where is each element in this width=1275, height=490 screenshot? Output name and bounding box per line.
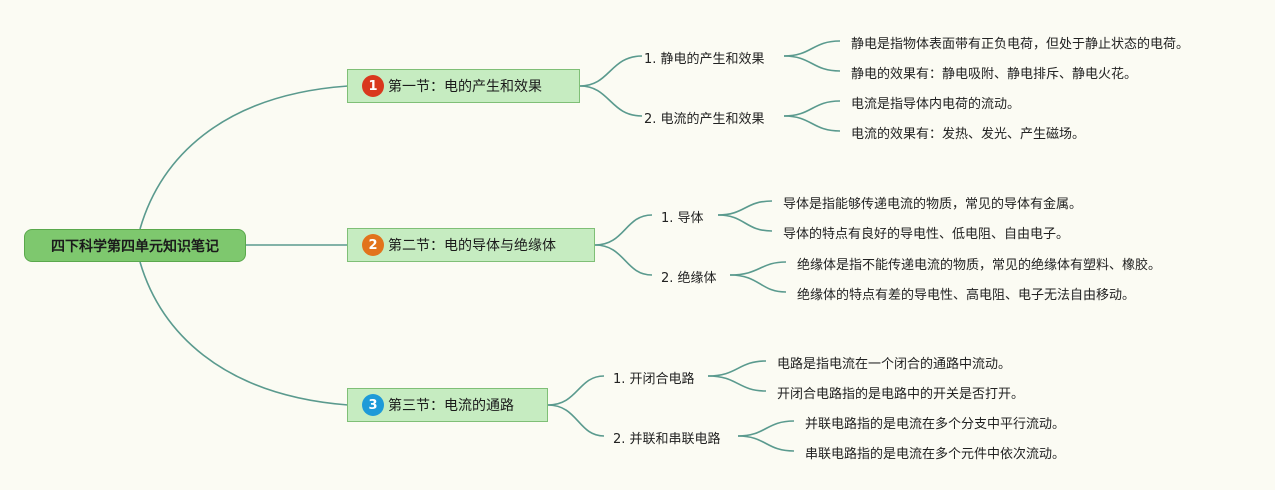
leaf-2-2-2[interactable]: 绝缘体的特点有差的导电性、高电阻、电子无法自由移动。 bbox=[797, 288, 1136, 303]
subtopic-2-2[interactable]: 2. 绝缘体 bbox=[661, 271, 717, 286]
subtopic-1-1[interactable]: 1. 静电的产生和效果 bbox=[644, 52, 765, 67]
subtopic-2-1[interactable]: 1. 导体 bbox=[661, 211, 704, 226]
leaf-1-2-2[interactable]: 电流的效果有：发热、发光、产生磁场。 bbox=[851, 127, 1086, 142]
link-sec1-sub2 bbox=[579, 85, 643, 117]
link-sub32-leaf2 bbox=[737, 435, 795, 452]
link-sub21-leaf2 bbox=[717, 214, 773, 232]
link-root-sec3 bbox=[139, 261, 349, 406]
section-2-title: 第二节：电的导体与绝缘体 bbox=[388, 238, 556, 254]
subtopic-3-2[interactable]: 2. 并联和串联电路 bbox=[613, 432, 721, 447]
link-sec3-sub2 bbox=[547, 404, 605, 437]
link-sub12-leaf1 bbox=[783, 100, 841, 117]
link-sub11-leaf2 bbox=[783, 55, 841, 72]
link-sec1-sub1 bbox=[579, 55, 643, 87]
number-badge-3: 3 bbox=[362, 394, 384, 416]
link-sub22-leaf2 bbox=[729, 274, 787, 293]
leaf-3-2-1[interactable]: 并联电路指的是电流在多个分支中平行流动。 bbox=[805, 417, 1066, 432]
leaf-1-2-1[interactable]: 电流是指导体内电荷的流动。 bbox=[851, 97, 1021, 112]
link-sec2-sub2 bbox=[594, 244, 653, 276]
link-sub22-leaf1 bbox=[729, 261, 787, 276]
link-root-sec1 bbox=[139, 85, 349, 230]
link-sub31-leaf2 bbox=[707, 375, 767, 392]
leaf-3-1-1[interactable]: 电路是指电流在一个闭合的通路中流动。 bbox=[777, 357, 1012, 372]
subtopic-1-2[interactable]: 2. 电流的产生和效果 bbox=[644, 112, 765, 127]
leaf-1-1-1[interactable]: 静电是指物体表面带有正负电荷，但处于静止状态的电荷。 bbox=[851, 37, 1190, 52]
section-3-topic[interactable]: 3 第三节：电流的通路 bbox=[347, 388, 548, 422]
link-sub32-leaf1 bbox=[737, 420, 795, 437]
link-sub21-leaf1 bbox=[717, 200, 773, 216]
section-3-title: 第三节：电流的通路 bbox=[388, 398, 514, 414]
link-sub12-leaf2 bbox=[783, 115, 841, 132]
link-sub11-leaf1 bbox=[783, 40, 841, 57]
leaf-3-1-2[interactable]: 开闭合电路指的是电路中的开关是否打开。 bbox=[777, 387, 1025, 402]
link-sub31-leaf1 bbox=[707, 360, 767, 377]
leaf-2-2-1[interactable]: 绝缘体是指不能传递电流的物质，常见的绝缘体有塑料、橡胶。 bbox=[797, 258, 1162, 273]
section-2-topic[interactable]: 2 第二节：电的导体与绝缘体 bbox=[347, 228, 595, 262]
section-1-topic[interactable]: 1 第一节：电的产生和效果 bbox=[347, 69, 580, 103]
subtopic-3-1[interactable]: 1. 开闭合电路 bbox=[613, 372, 695, 387]
leaf-1-1-2[interactable]: 静电的效果有：静电吸附、静电排斥、静电火花。 bbox=[851, 67, 1138, 82]
leaf-2-1-2[interactable]: 导体的特点有良好的导电性、低电阻、自由电子。 bbox=[783, 227, 1070, 242]
number-badge-1: 1 bbox=[362, 75, 384, 97]
link-sec3-sub1 bbox=[547, 375, 605, 406]
root-topic[interactable]: 四下科学第四单元知识笔记 bbox=[24, 229, 246, 262]
leaf-2-1-1[interactable]: 导体是指能够传递电流的物质，常见的导体有金属。 bbox=[783, 197, 1083, 212]
link-sec2-sub1 bbox=[594, 214, 653, 246]
leaf-3-2-2[interactable]: 串联电路指的是电流在多个元件中依次流动。 bbox=[805, 447, 1066, 462]
number-badge-2: 2 bbox=[362, 234, 384, 256]
section-1-title: 第一节：电的产生和效果 bbox=[388, 79, 542, 95]
